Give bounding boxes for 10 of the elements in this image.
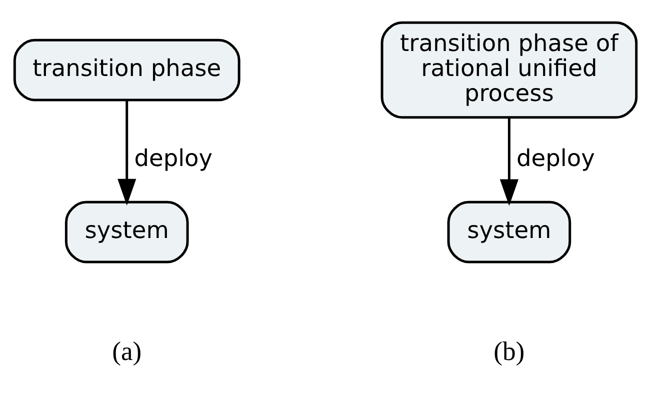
edge-label: deploy	[134, 144, 213, 172]
edge-label: deploy	[516, 144, 595, 172]
node-box: transition phase of rational unified process	[380, 20, 638, 118]
arrow	[118, 100, 136, 206]
label: (b)	[494, 335, 525, 366]
node-box: transition phase	[13, 38, 240, 101]
arrow	[500, 117, 518, 206]
node-box: system	[64, 200, 189, 263]
label: (a)	[112, 335, 142, 366]
node-box: system	[447, 200, 572, 263]
